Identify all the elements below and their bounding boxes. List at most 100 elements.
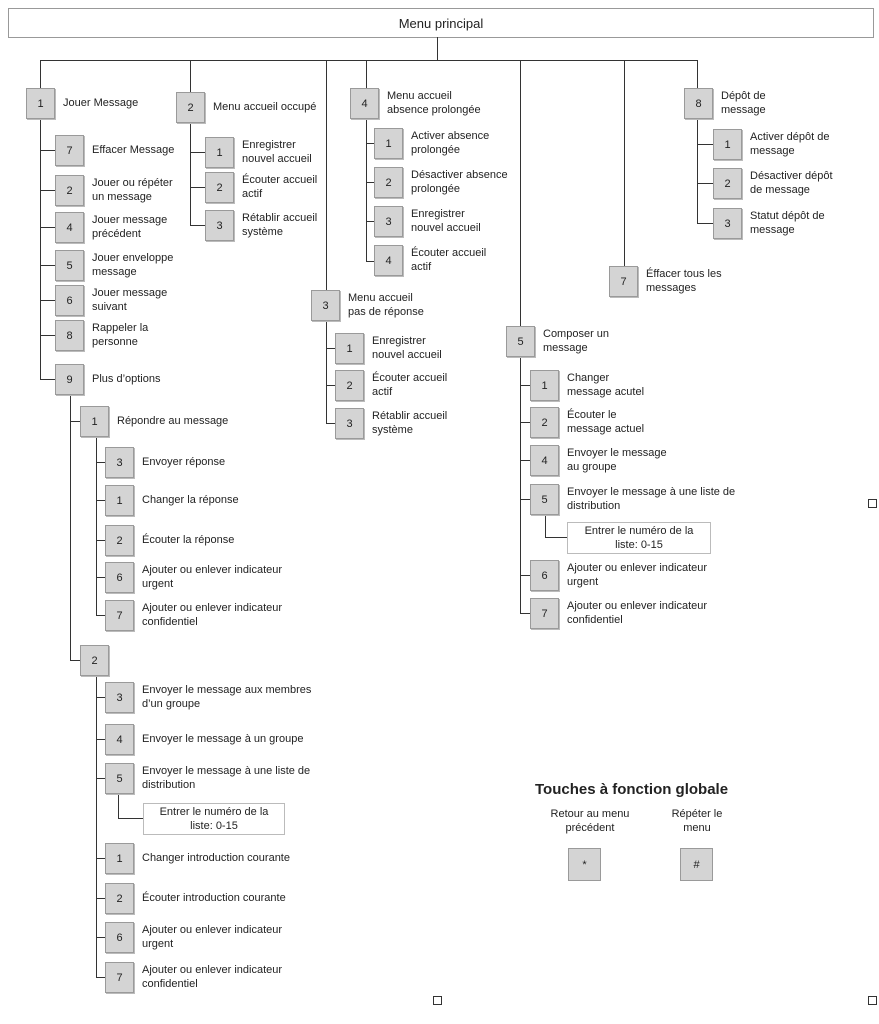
- menu-option-label: Désactiver absence prolongée: [411, 169, 508, 195]
- menu-option-label: Activer absence prolongée: [411, 130, 490, 156]
- menu-key-box[interactable]: 5: [55, 250, 84, 281]
- menu-key-box[interactable]: 3: [713, 208, 742, 239]
- connector-line: [190, 187, 205, 189]
- menu-key-box[interactable]: 5: [530, 484, 559, 515]
- menu-key-box[interactable]: 3: [205, 210, 234, 241]
- connector-line: [520, 356, 522, 613]
- connector-line: [545, 537, 567, 539]
- connector-line: [96, 937, 105, 939]
- connector-line: [96, 577, 105, 579]
- menu-option-label: Rappeler la personne: [92, 322, 149, 348]
- menu-option-label: Désactiver dépôt de message: [750, 170, 833, 196]
- connector-line: [96, 858, 105, 860]
- menu-key-box[interactable]: 3: [105, 682, 134, 713]
- menu-key-box[interactable]: 4: [105, 724, 134, 755]
- back-key-button[interactable]: *: [568, 848, 601, 881]
- menu-option-label: Écouter accueil actif: [372, 372, 448, 398]
- connector-line: [40, 60, 42, 88]
- connector-line: [437, 37, 439, 60]
- connector-line: [96, 977, 105, 979]
- menu-key-box[interactable]: 1: [105, 843, 134, 874]
- connector-line: [520, 499, 530, 501]
- menu-key-box[interactable]: 7: [55, 135, 84, 166]
- menu-key-box[interactable]: 1: [205, 137, 234, 168]
- menu-key-box[interactable]: 1: [105, 485, 134, 516]
- menu-key-box[interactable]: 2: [713, 168, 742, 199]
- menu-key-box[interactable]: 1: [530, 370, 559, 401]
- menu-option-label: Ajouter ou enlever indicateur confidenti…: [567, 600, 708, 626]
- menu-option-label: Enregistrer nouvel accueil: [411, 208, 481, 234]
- menu-key-box[interactable]: 2: [335, 370, 364, 401]
- menu-key-box[interactable]: 8: [684, 88, 713, 119]
- menu-option-label: Écouter introduction courante: [142, 892, 286, 904]
- menu-option-label: Jouer message précédent: [92, 214, 168, 240]
- list-number-entry: Entrer le numéro de la liste: 0-15: [567, 522, 711, 554]
- menu-option-label: Répondre au message: [117, 415, 229, 427]
- menu-key-box[interactable]: 4: [55, 212, 84, 243]
- menu-option-label: Menu accueil pas de réponse: [348, 292, 424, 318]
- menu-option-label: Statut dépôt de message: [750, 210, 825, 236]
- menu-key-box[interactable]: 6: [105, 562, 134, 593]
- menu-key-box[interactable]: 4: [530, 445, 559, 476]
- menu-key-box[interactable]: 2: [105, 525, 134, 556]
- menu-key-box[interactable]: 7: [609, 266, 638, 297]
- menu-key-box[interactable]: 3: [105, 447, 134, 478]
- connector-line: [190, 225, 205, 227]
- main-menu-box[interactable]: Menu principal: [8, 8, 874, 38]
- connector-line: [624, 60, 626, 266]
- menu-key-box[interactable]: 4: [350, 88, 379, 119]
- menu-option-label: Envoyer le message à une liste de distri…: [567, 486, 736, 512]
- menu-key-box[interactable]: 3: [311, 290, 340, 321]
- menu-key-box[interactable]: 4: [374, 245, 403, 276]
- menu-option-label: Enregistrer nouvel accueil: [372, 335, 442, 361]
- connector-line: [96, 675, 98, 977]
- menu-key-box[interactable]: 1: [26, 88, 55, 119]
- connector-line: [118, 818, 143, 820]
- menu-key-box[interactable]: 2: [80, 645, 109, 676]
- menu-key-box[interactable]: 1: [374, 128, 403, 159]
- anchor-handle[interactable]: [433, 996, 442, 1005]
- menu-key-box[interactable]: 1: [80, 406, 109, 437]
- menu-key-box[interactable]: 2: [530, 407, 559, 438]
- connector-line: [96, 898, 105, 900]
- menu-option-label: Jouer enveloppe message: [92, 252, 174, 278]
- menu-option-label: Changer message acutel: [567, 372, 645, 398]
- menu-key-box[interactable]: 2: [205, 172, 234, 203]
- menu-key-box[interactable]: 2: [374, 167, 403, 198]
- menu-key-box[interactable]: 2: [105, 883, 134, 914]
- menu-option-label: Changer la réponse: [142, 494, 239, 506]
- menu-key-box[interactable]: 2: [55, 175, 84, 206]
- menu-key-box[interactable]: 7: [105, 600, 134, 631]
- menu-option-label: Activer dépôt de message: [750, 131, 830, 157]
- anchor-handle[interactable]: [868, 996, 877, 1005]
- connector-line: [96, 436, 98, 615]
- menu-key-box[interactable]: 7: [105, 962, 134, 993]
- anchor-handle[interactable]: [868, 499, 877, 508]
- repeat-key-label: Répéter le menu: [671, 808, 723, 834]
- menu-key-box[interactable]: 5: [105, 763, 134, 794]
- connector-line: [70, 660, 80, 662]
- menu-key-box[interactable]: 6: [530, 560, 559, 591]
- menu-option-label: Ajouter ou enlever indicateur urgent: [567, 562, 708, 588]
- menu-option-label: Envoyer le message au groupe: [567, 447, 667, 473]
- connector-line: [40, 379, 55, 381]
- menu-key-box[interactable]: 9: [55, 364, 84, 395]
- menu-key-box[interactable]: 3: [374, 206, 403, 237]
- menu-key-box[interactable]: 8: [55, 320, 84, 351]
- menu-key-box[interactable]: 3: [335, 408, 364, 439]
- connector-line: [40, 227, 55, 229]
- menu-key-box[interactable]: 6: [105, 922, 134, 953]
- repeat-key-button[interactable]: #: [680, 848, 713, 881]
- menu-key-box[interactable]: 5: [506, 326, 535, 357]
- menu-key-box[interactable]: 7: [530, 598, 559, 629]
- menu-key-box[interactable]: 6: [55, 285, 84, 316]
- connector-line: [326, 348, 335, 350]
- menu-key-box[interactable]: 1: [335, 333, 364, 364]
- menu-key-box[interactable]: 1: [713, 129, 742, 160]
- connector-line: [520, 385, 530, 387]
- menu-option-label: Jouer message suivant: [92, 287, 168, 313]
- menu-key-box[interactable]: 2: [176, 92, 205, 123]
- global-keys-title: Touches à fonction globale: [535, 781, 729, 798]
- menu-option-label: Envoyer le message à un groupe: [142, 733, 304, 745]
- connector-line: [96, 500, 105, 502]
